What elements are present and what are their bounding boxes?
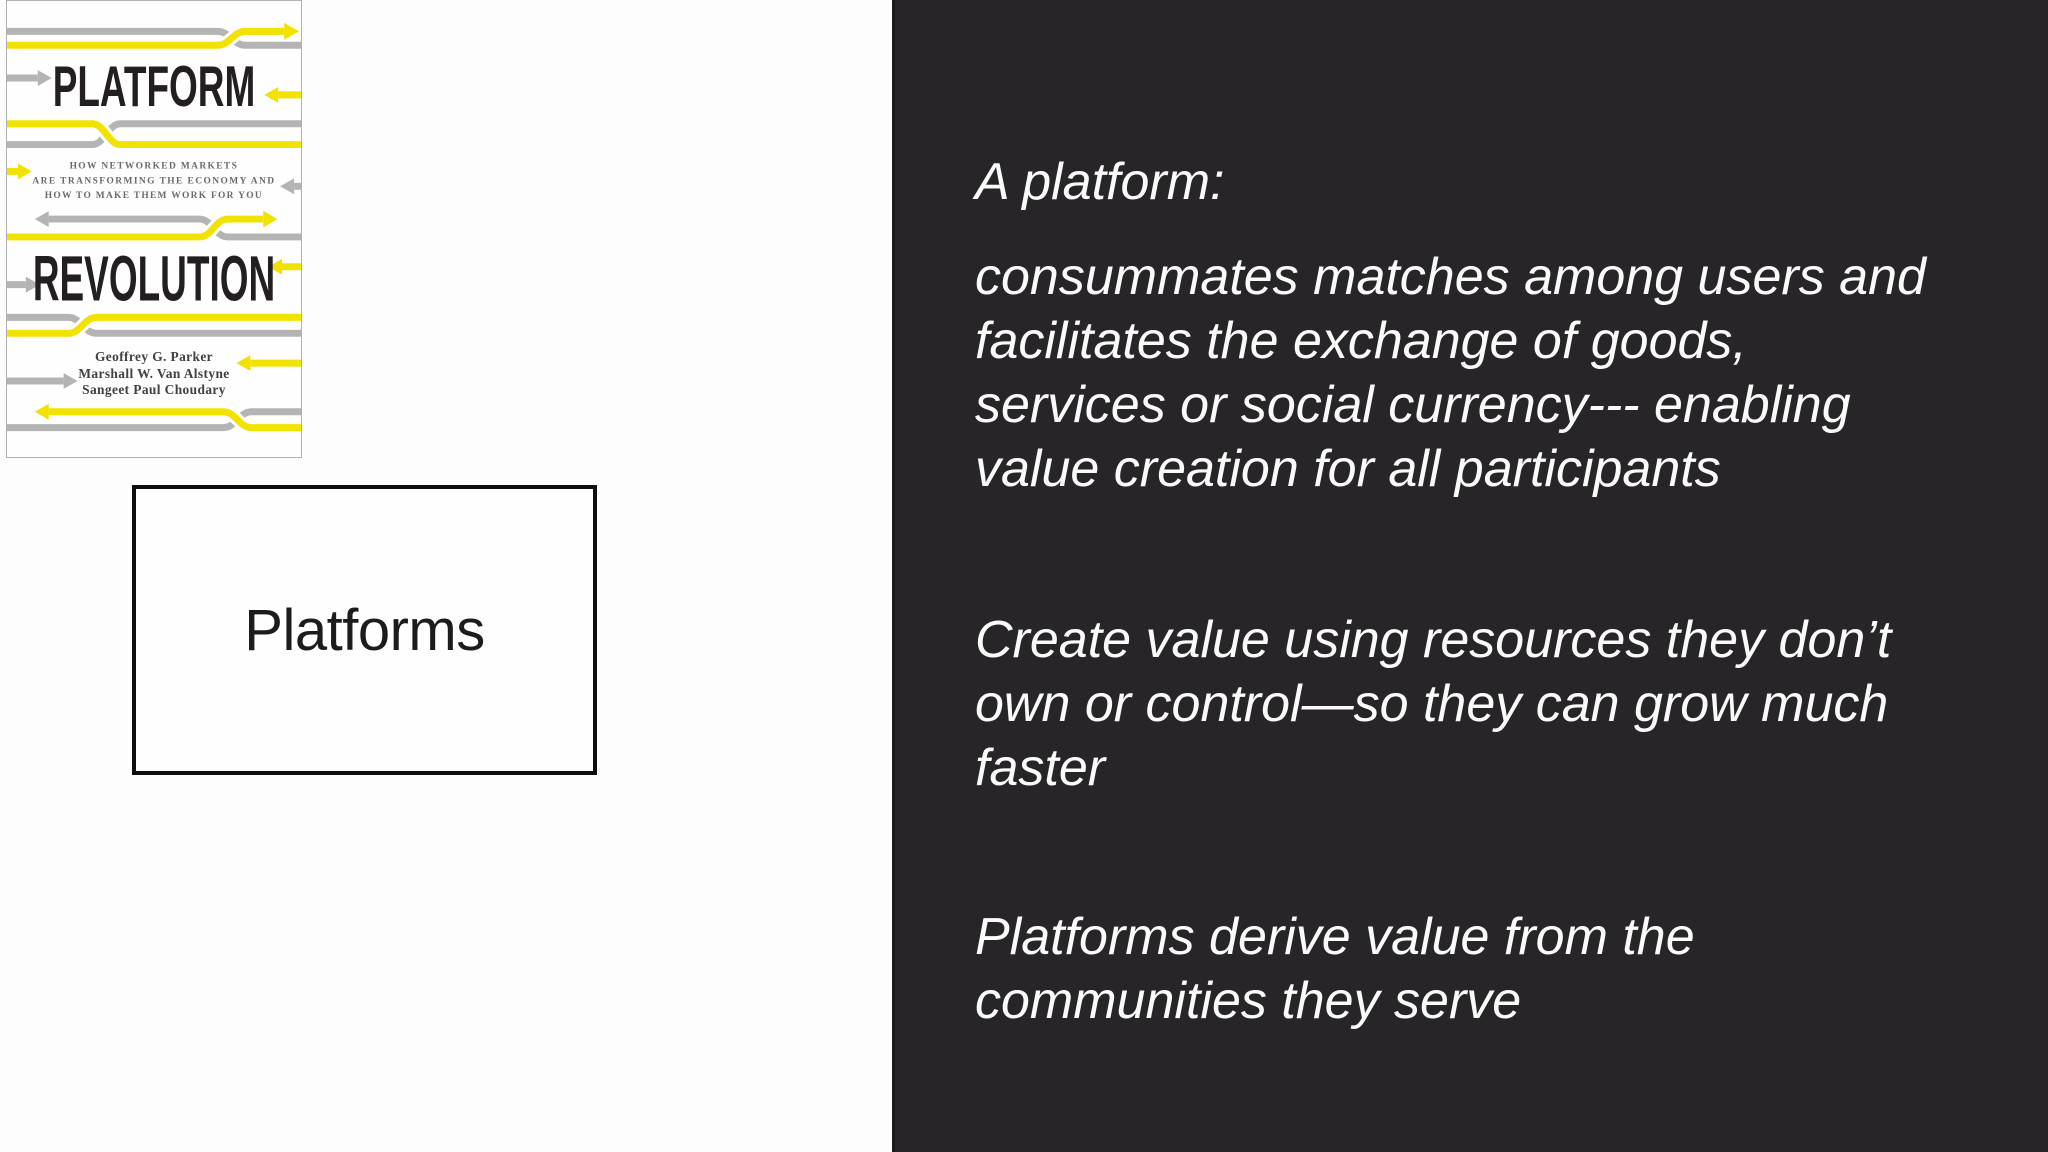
book-cover-image: PLATFORM HOW NETWORKED MARKETS ARE TRANS… xyxy=(6,0,302,458)
yellow-arrow-icon xyxy=(263,210,278,228)
gray-arrow-icon xyxy=(34,211,49,228)
cover-subtitle-line: ARE TRANSFORMING THE ECONOMY AND xyxy=(32,176,275,186)
yellow-arrow-icon xyxy=(17,163,32,180)
cover-author-line: Sangeet Paul Choudary xyxy=(82,382,226,397)
definition-panel: A platform: consummates matches among us… xyxy=(892,0,2048,1152)
panel-paragraph-consummates: consummates matches among users and faci… xyxy=(975,248,1926,498)
cover-author-line: Geoffrey G. Parker xyxy=(95,349,213,364)
cover-subtitle-line: HOW NETWORKED MARKETS xyxy=(70,161,239,171)
yellow-arrow-icon xyxy=(284,22,300,40)
panel-paragraph-derive-value: Platforms derive value from the communit… xyxy=(975,908,1695,1030)
cover-braid-lines xyxy=(7,22,301,435)
gray-arrow-icon xyxy=(280,178,295,195)
cover-author-line: Marshall W. Van Alstyne xyxy=(78,366,229,381)
panel-paragraph-create-value: Create value using resources they don’t … xyxy=(975,611,1892,797)
gray-arrow-icon xyxy=(63,373,78,389)
yellow-arrow-icon xyxy=(236,355,251,372)
panel-heading: A platform: xyxy=(975,153,1225,211)
platforms-shape: Platforms xyxy=(132,485,597,775)
gray-arrow-icon xyxy=(25,276,40,293)
yellow-arrow-icon xyxy=(34,403,49,420)
cover-subtitle-line: HOW TO MAKE THEM WORK FOR YOU xyxy=(45,191,264,201)
yellow-arrow-icon xyxy=(268,258,283,275)
platforms-shape-label: Platforms xyxy=(244,597,485,663)
yellow-arrow-icon xyxy=(264,86,279,103)
cover-title-revolution: REVOLUTION xyxy=(33,244,275,315)
gray-arrow-icon xyxy=(37,70,52,86)
cover-title-platform: PLATFORM xyxy=(53,55,256,119)
